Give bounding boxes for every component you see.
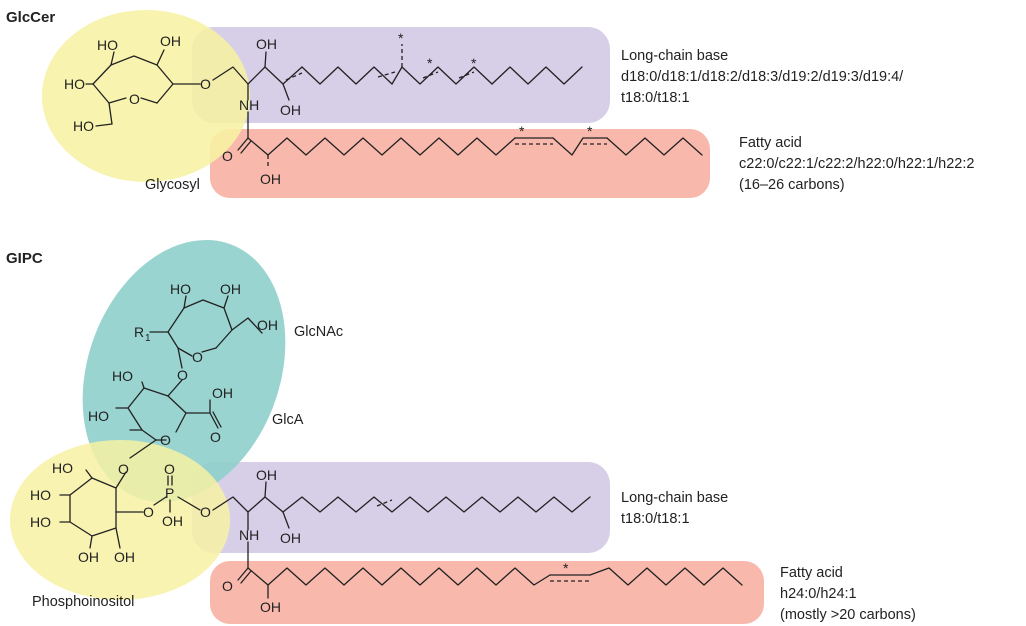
svg-text:HO: HO bbox=[73, 118, 94, 134]
svg-text:OH: OH bbox=[78, 549, 99, 565]
glccer-fatty-acid-chain-1 bbox=[267, 137, 516, 156]
svg-text:(16–26 carbons): (16–26 carbons) bbox=[739, 177, 845, 193]
svg-text:*: * bbox=[587, 123, 593, 139]
gipc-base-chain bbox=[282, 496, 591, 513]
gipc-glca-label: GlcA bbox=[272, 412, 304, 428]
svg-text:O: O bbox=[164, 461, 175, 477]
svg-text:*: * bbox=[563, 560, 569, 576]
svg-text:HO: HO bbox=[170, 281, 191, 297]
svg-text:t18:0/t18:1: t18:0/t18:1 bbox=[621, 511, 690, 527]
glccer-long-chain-base-region bbox=[192, 27, 610, 123]
svg-text:Long-chain base: Long-chain base bbox=[621, 490, 728, 506]
glccer-base-backbone bbox=[212, 66, 266, 85]
svg-text:R: R bbox=[134, 324, 144, 340]
svg-text:OH: OH bbox=[256, 36, 277, 52]
svg-text:OH: OH bbox=[280, 102, 301, 118]
svg-text:1: 1 bbox=[145, 333, 151, 344]
svg-text:OH: OH bbox=[212, 385, 233, 401]
svg-text:OH: OH bbox=[220, 281, 241, 297]
glccer-fatty-acid-caption: Fatty acid c22:0/c22:1/c22:2/h22:0/h22:1… bbox=[739, 135, 974, 193]
svg-text:c22:0/c22:1/c22:2/h22:0/h22:1/: c22:0/c22:1/c22:2/h22:0/h22:1/h22:2 bbox=[739, 156, 974, 172]
glccer-glycosyl-label: Glycosyl bbox=[145, 177, 200, 193]
svg-text:Fatty acid: Fatty acid bbox=[739, 135, 802, 151]
svg-text:O: O bbox=[129, 91, 140, 107]
svg-text:HO: HO bbox=[112, 368, 133, 384]
svg-text:*: * bbox=[471, 55, 477, 71]
gipc-phosphoinositol-region bbox=[10, 440, 230, 600]
glccer-glycosyl-region bbox=[42, 10, 250, 182]
glccer-title: GlcCer bbox=[6, 9, 55, 26]
svg-text:*: * bbox=[427, 55, 433, 71]
gipc-highlights bbox=[10, 239, 764, 624]
svg-text:O: O bbox=[177, 367, 188, 383]
svg-text:OH: OH bbox=[260, 599, 281, 615]
svg-text:OH: OH bbox=[256, 467, 277, 483]
svg-text:O: O bbox=[160, 432, 171, 448]
gipc-fatty-acid-chain-2 bbox=[589, 567, 743, 586]
glccer-fatty-acid-chain-2 bbox=[606, 137, 703, 156]
svg-text:Long-chain base: Long-chain base bbox=[621, 48, 728, 64]
gipc-glcnac-glca-region bbox=[82, 239, 286, 503]
svg-text:OH: OH bbox=[260, 171, 281, 187]
svg-text:h24:0/h24:1: h24:0/h24:1 bbox=[780, 586, 857, 602]
svg-text:O: O bbox=[143, 504, 154, 520]
svg-text:OH: OH bbox=[162, 513, 183, 529]
svg-text:O: O bbox=[118, 461, 129, 477]
svg-text:HO: HO bbox=[52, 460, 73, 476]
svg-text:OH: OH bbox=[160, 33, 181, 49]
glccer-base-chain-1 bbox=[301, 66, 393, 85]
gipc-fatty-acid-caption: Fatty acid h24:0/h24:1 (mostly >20 carbo… bbox=[780, 565, 916, 623]
svg-text:NH: NH bbox=[239, 527, 259, 543]
svg-text:O: O bbox=[222, 578, 233, 594]
svg-text:OH: OH bbox=[280, 530, 301, 546]
svg-text:HO: HO bbox=[64, 76, 85, 92]
svg-text:OH: OH bbox=[114, 549, 135, 565]
glccer-highlights bbox=[42, 10, 710, 198]
svg-text:(mostly >20 carbons): (mostly >20 carbons) bbox=[780, 607, 916, 623]
gipc-title: GIPC bbox=[6, 250, 43, 267]
gipc-base-backbone bbox=[212, 496, 266, 513]
gipc-structure: HO OH R 1 O OH O HO HO OH O O O HO HO HO… bbox=[30, 281, 743, 615]
gipc-fatty-acid-chain-1 bbox=[267, 567, 551, 586]
svg-text:HO: HO bbox=[30, 514, 51, 530]
svg-text:*: * bbox=[398, 30, 404, 46]
gipc-long-chain-base-region bbox=[192, 462, 610, 553]
glccer-structure: HO OH HO HO O O OH OH NH O OH * * * * * bbox=[64, 30, 703, 187]
svg-text:Fatty acid: Fatty acid bbox=[780, 565, 843, 581]
svg-text:P: P bbox=[165, 485, 174, 501]
svg-text:O: O bbox=[200, 76, 211, 92]
svg-text:t18:0/t18:1: t18:0/t18:1 bbox=[621, 90, 690, 106]
gipc-fatty-acid-region bbox=[210, 561, 764, 624]
svg-text:O: O bbox=[200, 504, 211, 520]
glccer-long-chain-base-caption: Long-chain base d18:0/d18:1/d18:2/d18:3/… bbox=[621, 48, 904, 106]
glccer-base-chain-2 bbox=[401, 66, 493, 85]
svg-text:*: * bbox=[519, 123, 525, 139]
gipc-long-chain-base-caption: Long-chain base t18:0/t18:1 bbox=[621, 490, 728, 527]
gipc-phosphoinositol-label: Phosphoinositol bbox=[32, 594, 134, 610]
svg-text:HO: HO bbox=[97, 37, 118, 53]
svg-text:HO: HO bbox=[88, 408, 109, 424]
svg-text:OH: OH bbox=[257, 317, 278, 333]
svg-text:O: O bbox=[192, 349, 203, 365]
svg-text:d18:0/d18:1/d18:2/d18:3/d19:2/: d18:0/d18:1/d18:2/d18:3/d19:2/d19:3/d19:… bbox=[621, 69, 904, 85]
svg-text:O: O bbox=[222, 148, 233, 164]
svg-text:HO: HO bbox=[30, 487, 51, 503]
svg-text:O: O bbox=[210, 429, 221, 445]
glccer-base-chain-3 bbox=[491, 66, 583, 85]
svg-text:NH: NH bbox=[239, 97, 259, 113]
gipc-glcnac-label: GlcNAc bbox=[294, 324, 343, 340]
